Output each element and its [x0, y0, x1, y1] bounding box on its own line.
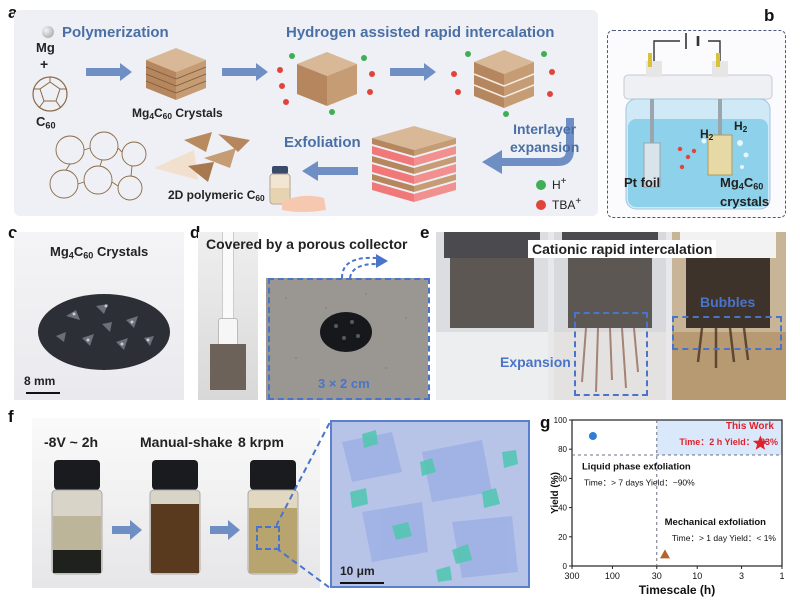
panel-d-collector-photo [266, 278, 428, 400]
arrow-icon [222, 63, 268, 81]
x-tick-label: 3 [739, 571, 744, 581]
this-work-label: This Work [726, 421, 775, 432]
x-tick-label: 300 [564, 571, 579, 581]
y-tick-label: 0 [563, 562, 568, 571]
data-point-circle [588, 432, 597, 441]
panel-f-vials-photo: -8V ~ 2h Manual-shake 8 krpm [32, 418, 320, 588]
tba-legend-label: TBA+ [552, 196, 582, 212]
tba-legend-icon [536, 200, 546, 210]
x-tick-label: 1 [779, 571, 784, 581]
zoom-lines-icon [276, 421, 331, 589]
polymerization-label: Polymerization [62, 24, 169, 41]
panel-label-a: a [8, 3, 18, 22]
panel-label-c: c [8, 223, 18, 242]
intercalation-stack-icon [277, 52, 375, 115]
panel-label-d: d [190, 223, 201, 242]
vial-label-1: -8V ~ 2h [44, 434, 99, 450]
expansion-label: Expansion [500, 354, 571, 370]
expanded-layers-icon [372, 126, 456, 202]
bubbles-box [672, 316, 782, 350]
pt-foil-label: Pt foil [624, 175, 661, 190]
hydrogen-intercalation-label: Hydrogen assisted rapid intercalation [286, 24, 555, 41]
scale-bar [340, 582, 384, 584]
mg-label: Mg [36, 40, 55, 55]
expansion-box [574, 312, 648, 396]
arrow-left-icon [302, 161, 358, 181]
scale-bar [26, 392, 60, 394]
x-tick-label: 100 [605, 571, 620, 581]
dashed-curve-arrow-icon [341, 254, 388, 279]
flakes-micrograph [332, 422, 528, 586]
this-work-detail: Time：2 h Yield：~83% [679, 437, 778, 447]
exfoliation-label: Exfoliation [284, 134, 361, 151]
panel-label-e: e [420, 223, 430, 242]
panel-label-f: f [8, 407, 14, 426]
curved-arrow-icon [482, 118, 574, 174]
polymer-network-icon [49, 131, 147, 201]
vial-label-3: 8 krpm [238, 434, 284, 450]
arrow-icon [390, 63, 436, 81]
y-axis-label: Yield (%) [550, 472, 561, 514]
crystal-stack-icon [145, 48, 207, 100]
panel-f-micrograph: 10 μm [330, 420, 530, 588]
vial-hand-icon [269, 166, 326, 212]
mechanical-detail: Time：> 1 day Yield：< 1% [672, 533, 777, 543]
panel-d-electrode-photo [198, 232, 258, 400]
mechanical-label: Mechanical exfoliation [665, 517, 767, 528]
product-label: 2D polymeric C60 [168, 188, 265, 204]
data-point-triangle [659, 549, 670, 559]
liquid-phase-label: Liquid phase exfoliation [582, 462, 691, 473]
cationic-intercalation-label: Cationic rapid intercalation [528, 240, 717, 258]
y-tick-label: 40 [558, 504, 567, 513]
h-plus-legend-label: H+ [552, 176, 567, 192]
y-tick-label: 100 [554, 416, 568, 425]
c60-molecule-icon [32, 76, 68, 112]
vials-icon [51, 460, 299, 575]
porous-collector-texture [266, 278, 428, 400]
x-tick-label: 30 [652, 571, 662, 581]
data-point-star [752, 435, 768, 450]
vial-label-2: Manual-shake [140, 434, 233, 450]
electrochemical-cell-icon [623, 33, 773, 210]
expanding-stack-icon [451, 50, 555, 117]
crystal-pile-icon [38, 294, 170, 370]
mg4c60-crystals-label: Mg4C60 crystals [720, 175, 770, 210]
y-tick-label: 80 [558, 445, 567, 454]
panel-e-photos: Cationic rapid intercalation Expansion B… [436, 232, 786, 400]
panel-c-photo: Mg4C60 Crystals 8 mm [14, 232, 184, 400]
arrow-icon [86, 63, 132, 81]
plot-frame [571, 419, 783, 567]
h-plus-legend-icon [536, 180, 546, 190]
x-tick-label: 10 [692, 571, 702, 581]
liquid-phase-detail: Time：> 7 days Yield：~90% [584, 478, 695, 488]
collector-size-label: 3 × 2 cm [318, 376, 370, 391]
panel-label-g: g [540, 413, 551, 432]
zoom-region-box [256, 526, 280, 550]
covered-collector-label: Covered by a porous collector [206, 236, 408, 252]
c60-label: C60 [36, 114, 56, 131]
x-axis-label: Timescale (h) [639, 583, 715, 597]
panel-a-schematic: Polymerization Mg + C60 Mg4C60 Crystals … [14, 10, 598, 216]
panel-b-cell: H2 H2 Pt foil Mg4C60 crystals [607, 30, 786, 218]
y-tick-label: 20 [558, 533, 567, 542]
h2-label-right: H2 [734, 119, 748, 135]
scale-label: 10 μm [340, 564, 375, 578]
flakes-icon [154, 132, 250, 182]
h2-label-left: H2 [700, 127, 714, 143]
plus-sign: + [40, 56, 49, 72]
mg4c60-crystals-label: Mg4C60 Crystals [132, 106, 223, 122]
y-tick-label: 60 [558, 474, 567, 483]
mg4c60-crystals-title: Mg4C60 Crystals [50, 244, 149, 261]
interlayer-expansion-label: Interlayer expansion [510, 121, 580, 155]
collector-outline [268, 278, 430, 400]
bubbles-label: Bubbles [700, 294, 756, 310]
scale-label: 8 mm [24, 374, 56, 388]
panel-label-b: b [764, 6, 775, 25]
mg-atom-icon [42, 26, 54, 38]
